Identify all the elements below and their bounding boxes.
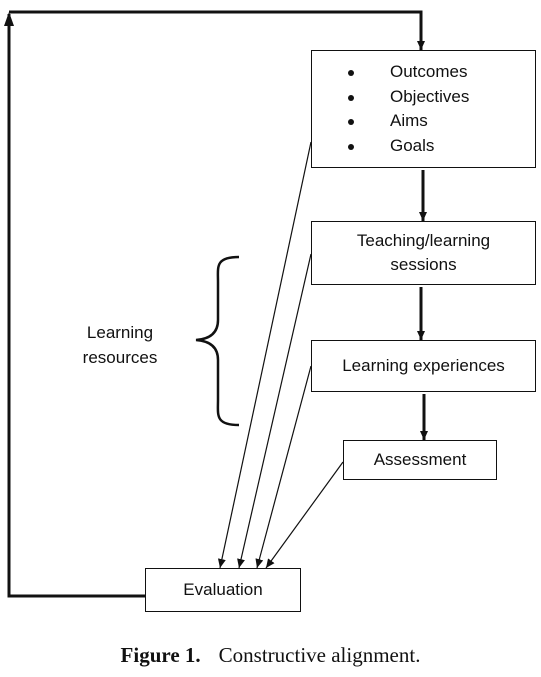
learning-resources-label: Learning resources bbox=[82, 323, 158, 367]
line-teaching-to-evaluation bbox=[237, 253, 312, 569]
feedback-loop-line bbox=[7, 14, 145, 598]
outcomes-box: Outcomes Objectives Aims Goals bbox=[311, 50, 536, 168]
figure-caption: Figure 1. Constructive alignment. bbox=[0, 643, 541, 668]
outcomes-list-item: Outcomes bbox=[348, 60, 469, 85]
learning-resources-brace bbox=[195, 255, 240, 427]
outcomes-list-item: Objectives bbox=[348, 85, 469, 110]
teaching-learning-sessions-label: Teaching/learning sessions bbox=[356, 231, 491, 274]
evaluation-label: Evaluation bbox=[183, 580, 263, 599]
bullet-icon bbox=[348, 94, 354, 101]
bullet-icon bbox=[348, 143, 354, 150]
assessment-label: Assessment bbox=[373, 450, 467, 469]
learning-experiences-box: Learning experiences bbox=[311, 340, 536, 392]
outcomes-list-item: Goals bbox=[348, 134, 469, 159]
assessment-box: Assessment bbox=[343, 440, 497, 480]
line-assessment-to-evaluation bbox=[265, 461, 344, 569]
feedback-loop-top-line bbox=[9, 10, 425, 50]
teaching-learning-sessions-box: Teaching/learning sessions bbox=[311, 221, 536, 285]
outcomes-list: Outcomes Objectives Aims Goals bbox=[312, 60, 469, 158]
line-outcomes-to-evaluation bbox=[217, 141, 312, 569]
figure-number: Figure 1. bbox=[120, 643, 201, 667]
bullet-icon bbox=[348, 70, 354, 76]
learning-experiences-label: Learning experiences bbox=[342, 356, 505, 375]
line-experiences-to-evaluation bbox=[255, 365, 312, 569]
outcomes-list-item: Aims bbox=[348, 109, 469, 134]
figure-caption-text: Constructive alignment. bbox=[218, 643, 421, 667]
bullet-icon bbox=[348, 119, 354, 125]
evaluation-box: Evaluation bbox=[145, 568, 301, 612]
feedback-loop-arrowhead bbox=[4, 12, 14, 26]
